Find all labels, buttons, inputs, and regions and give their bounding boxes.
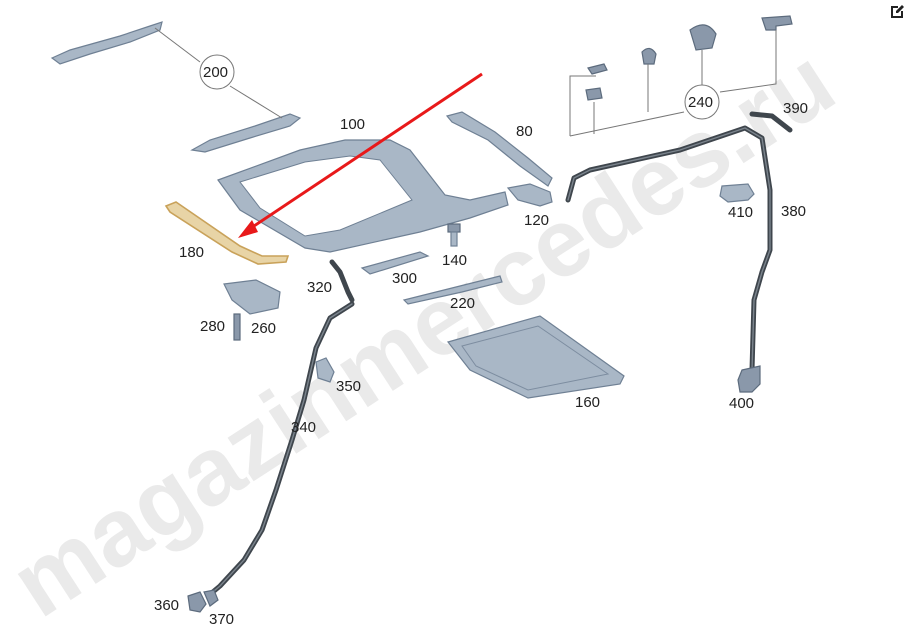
label-380: 380 xyxy=(781,203,806,220)
label-100: 100 xyxy=(340,116,365,133)
indicator-arrowhead xyxy=(238,220,258,238)
part-400-elbow[interactable] xyxy=(737,365,761,393)
label-370: 370 xyxy=(209,611,234,628)
watermark: magazinmercedes.ru xyxy=(0,28,852,631)
part-220-trim[interactable] xyxy=(402,275,503,305)
edit-icon[interactable] xyxy=(889,4,905,20)
label-280: 280 xyxy=(200,318,225,335)
part-200-rails[interactable] xyxy=(50,21,302,153)
part-350-clip[interactable] xyxy=(315,357,335,383)
part-320-hose[interactable] xyxy=(329,259,355,303)
part-360-grommet[interactable] xyxy=(187,591,207,613)
label-340: 340 xyxy=(291,419,316,436)
part-100-frame[interactable] xyxy=(217,139,509,253)
label-160: 160 xyxy=(575,394,600,411)
label-260: 260 xyxy=(251,320,276,337)
part-280-screw[interactable] xyxy=(233,313,241,341)
label-300: 300 xyxy=(392,270,417,287)
part-240-fasteners[interactable] xyxy=(585,15,793,101)
part-80-rail[interactable] xyxy=(445,111,553,187)
label-140: 140 xyxy=(442,252,467,269)
part-160-panel[interactable] xyxy=(446,315,625,399)
part-140-bolt[interactable] xyxy=(447,223,461,247)
callout-200[interactable] xyxy=(199,54,235,90)
part-180-seal[interactable] xyxy=(164,201,290,265)
part-370-valve[interactable] xyxy=(203,589,219,607)
callout-240[interactable] xyxy=(684,84,720,120)
label-390: 390 xyxy=(783,100,808,117)
label-350: 350 xyxy=(336,378,361,395)
part-120-bracket[interactable] xyxy=(506,183,553,207)
indicator-arrow xyxy=(247,72,483,232)
part-300-strip[interactable] xyxy=(360,251,430,275)
label-80: 80 xyxy=(516,123,533,140)
part-260-motor[interactable] xyxy=(223,279,281,315)
label-410: 410 xyxy=(728,204,753,221)
label-360: 360 xyxy=(154,597,179,614)
part-390-hose-end[interactable] xyxy=(749,111,793,133)
label-180: 180 xyxy=(179,244,204,261)
label-200: 200 xyxy=(203,64,228,81)
label-240: 240 xyxy=(688,94,713,111)
label-320: 320 xyxy=(307,279,332,296)
label-400: 400 xyxy=(729,395,754,412)
label-220: 220 xyxy=(450,295,475,312)
label-120: 120 xyxy=(524,212,549,229)
part-410-clip[interactable] xyxy=(719,183,755,203)
